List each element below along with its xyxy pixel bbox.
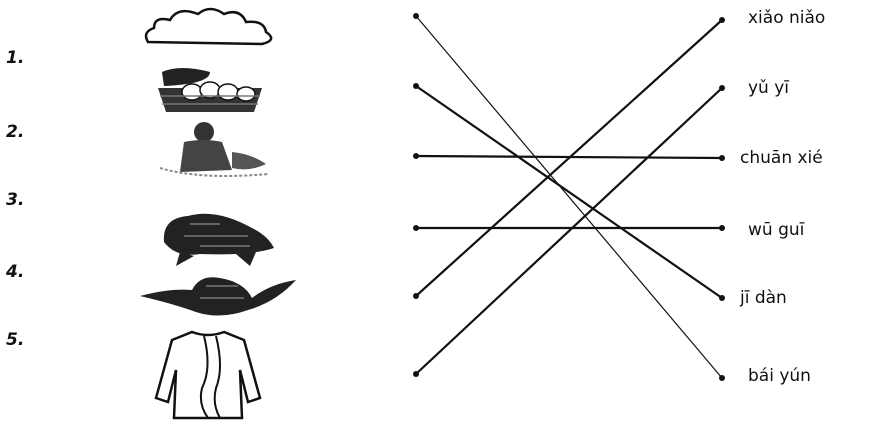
word-xiao-niao: xiǎo niǎo (748, 8, 825, 28)
word-wu-gui: wū guī (748, 220, 804, 240)
word-bai-yun: bái yún (748, 366, 811, 386)
word-yu-yi: yǔ yī (748, 78, 789, 98)
word-ji-dan: jī dàn (740, 288, 787, 308)
match-line-2 (416, 86, 722, 298)
match-line-6 (416, 88, 722, 374)
word-chuan-xie: chuān xié (740, 148, 823, 168)
match-line-1 (416, 16, 722, 378)
